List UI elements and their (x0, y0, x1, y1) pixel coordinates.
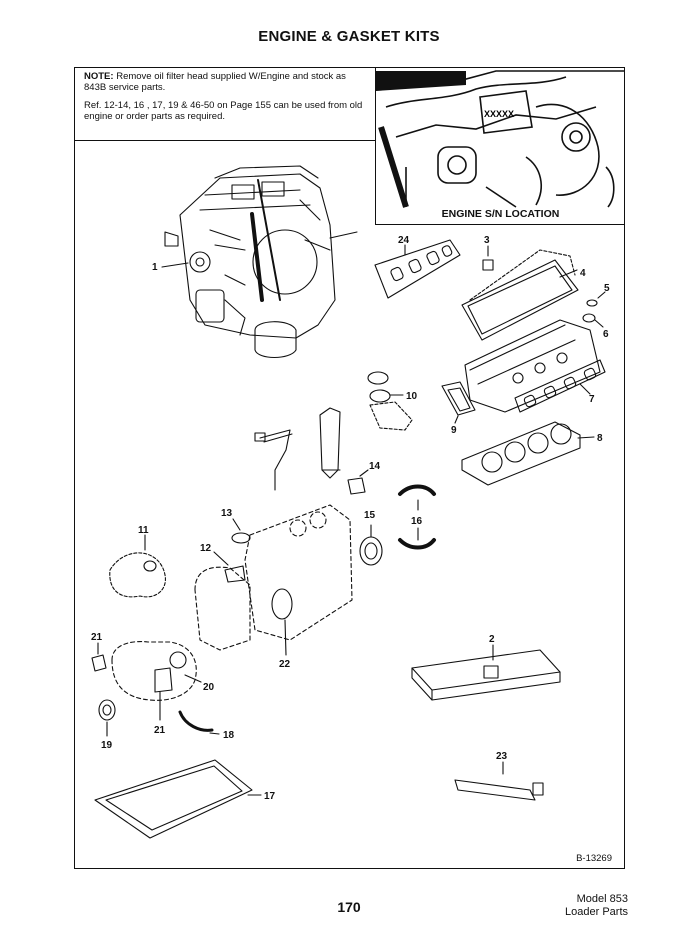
callout-7: 7 (589, 394, 595, 405)
callout-15: 15 (364, 510, 376, 521)
note-paragraph-1: NOTE: Remove oil filter head supplied W/… (84, 71, 365, 93)
exhaust-gasket-drawing (514, 359, 606, 413)
serial-stamp: XXXXX (484, 109, 514, 119)
callout-18: 18 (223, 730, 235, 741)
callout-13: 13 (221, 508, 233, 519)
callout-24: 24 (398, 235, 410, 246)
note-text-1: Remove oil filter head supplied W/Engine… (84, 71, 346, 93)
callout-6: 6 (603, 329, 609, 340)
callout-3: 3 (484, 235, 490, 246)
callout-2: 2 (489, 634, 495, 645)
intake-gasket-drawing (374, 239, 461, 299)
model-label: Model 853 (576, 893, 628, 905)
callout-20: 20 (203, 682, 215, 693)
engine-sn-panel: XXXXX ENGINE S/N LOCATION (375, 67, 625, 225)
callout-22: 22 (279, 659, 291, 670)
callout-14: 14 (369, 461, 381, 472)
note-text-2: Ref. 12-14, 16 , 17, 19 & 46-50 on Page … (84, 100, 363, 122)
callout-4: 4 (580, 268, 586, 279)
figure-reference-code: B-13269 (576, 853, 612, 864)
callout-9: 9 (451, 425, 457, 436)
callout-10: 10 (406, 391, 418, 402)
engine-sn-detail-drawing: XXXXX (376, 70, 625, 208)
callout-8: 8 (597, 433, 603, 444)
engine-assembly-drawing (164, 165, 336, 359)
callout-1: 1 (152, 262, 158, 273)
engine-block-drawing (194, 504, 353, 651)
callout-17: 17 (264, 791, 276, 802)
note-lead: NOTE: (84, 71, 114, 82)
callout-12: 12 (200, 543, 212, 554)
gasket-kit-box-drawing (411, 649, 561, 701)
callout-11: 11 (138, 525, 149, 536)
callout-19: 19 (101, 740, 113, 751)
illustration-frame (74, 67, 625, 869)
callout-23: 23 (496, 751, 508, 762)
engine-sn-label: ENGINE S/N LOCATION (441, 208, 560, 220)
head-gasket-drawing (461, 421, 581, 486)
callout-16: 16 (411, 516, 423, 527)
footer-model-info: Model 853 Loader Parts (565, 893, 628, 919)
callout-21-left: 21 (91, 632, 103, 643)
timing-cover-drawing (111, 641, 197, 701)
page-number: 170 (337, 899, 361, 915)
callout-5: 5 (604, 283, 610, 294)
sealant-tube-drawing (454, 779, 544, 801)
oil-pan-gasket-drawing (94, 759, 253, 839)
section-label: Loader Parts (565, 906, 628, 918)
page-title: ENGINE & GASKET KITS (258, 28, 440, 45)
callout-21-bottom: 21 (154, 725, 166, 736)
